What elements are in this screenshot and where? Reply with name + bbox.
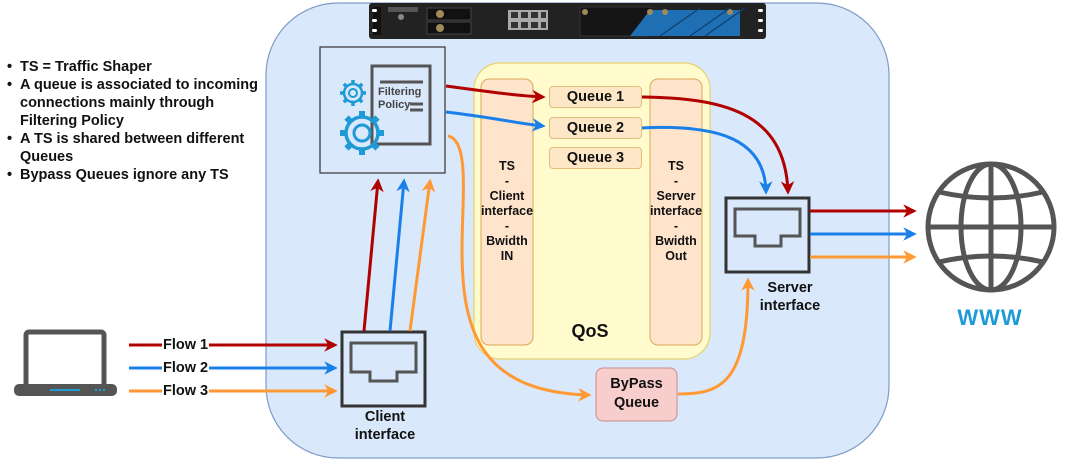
client-interface-line1: Client	[364, 409, 406, 425]
ts-server-text: interface	[649, 204, 703, 218]
www-label: WWW	[957, 305, 1023, 330]
flow-1-label: Flow 1	[162, 337, 210, 353]
large-gear-icon	[340, 111, 384, 155]
ts-server-label: TS - Server interface - Bwidth Out	[647, 159, 705, 264]
note-item: TS = Traffic Shaper	[6, 58, 268, 76]
flow-arrows-to-queues	[445, 84, 592, 402]
laptop-icon	[14, 329, 117, 396]
queue-3[interactable]: Queue 3	[549, 147, 642, 169]
flow-arrows-to-server	[640, 95, 795, 396]
bypass-queue-label: ByPass Queue	[596, 375, 677, 413]
ts-client-label: TS - Client interface - Bwidth IN	[478, 159, 536, 264]
ts-server-text: Bwidth	[655, 234, 697, 248]
ts-client-text: interface	[480, 204, 534, 218]
ts-server-text: TS	[668, 159, 684, 173]
ts-client-text: -	[504, 174, 510, 188]
bypass-queue-line2: Queue	[613, 395, 660, 411]
ts-server-column	[649, 78, 703, 346]
ts-server-text: -	[673, 174, 679, 188]
client-interface-port-icon[interactable]	[340, 330, 427, 408]
ts-client-text: Bwidth	[486, 234, 528, 248]
document-icon	[370, 64, 432, 146]
rack-appliance-icon	[369, 3, 766, 39]
small-gear-icon	[340, 80, 366, 106]
server-interface-line1: Server	[767, 280, 813, 296]
note-item: Bypass Queues ignore any TS	[6, 166, 268, 184]
server-interface-port-icon[interactable]	[724, 196, 811, 274]
ts-client-text: Client	[489, 189, 525, 203]
ts-server-text: Server	[656, 189, 696, 203]
ts-server-text: -	[673, 219, 679, 233]
filtering-policy-label-line2: Policy	[378, 99, 411, 112]
bypass-queue-line1: ByPass	[610, 376, 663, 392]
note-item: A TS is shared between different Queues	[6, 130, 268, 166]
note-item: A queue is associated to incoming connec…	[6, 76, 268, 130]
server-interface-line2: interface	[759, 298, 821, 314]
flow-arrows-out	[810, 204, 917, 264]
flow-3-label: Flow 3	[162, 383, 210, 399]
qos-title: QoS	[571, 321, 609, 341]
bypass-queue-box[interactable]	[595, 367, 678, 422]
flow-2-label: Flow 2	[162, 360, 210, 376]
server-interface-label: Server interface	[745, 279, 835, 315]
ts-client-text: IN	[500, 249, 514, 263]
client-interface-label: Client interface	[340, 408, 430, 444]
ts-server-text: Out	[665, 249, 687, 263]
queue-1[interactable]: Queue 1	[549, 86, 642, 108]
queue-2[interactable]: Queue 2	[549, 117, 642, 139]
filtering-policy-label-line1: Filtering	[378, 86, 422, 98]
flow-arrows-up	[362, 178, 436, 332]
ts-client-text: -	[504, 219, 510, 233]
globe-icon	[925, 161, 1057, 293]
filtering-policy-label: Filtering Policy	[378, 86, 426, 112]
ts-client-column	[480, 78, 534, 346]
ts-client-text: TS	[499, 159, 515, 173]
client-interface-line2: interface	[354, 427, 416, 443]
notes-list: TS = Traffic Shaper A queue is associate…	[6, 58, 268, 184]
